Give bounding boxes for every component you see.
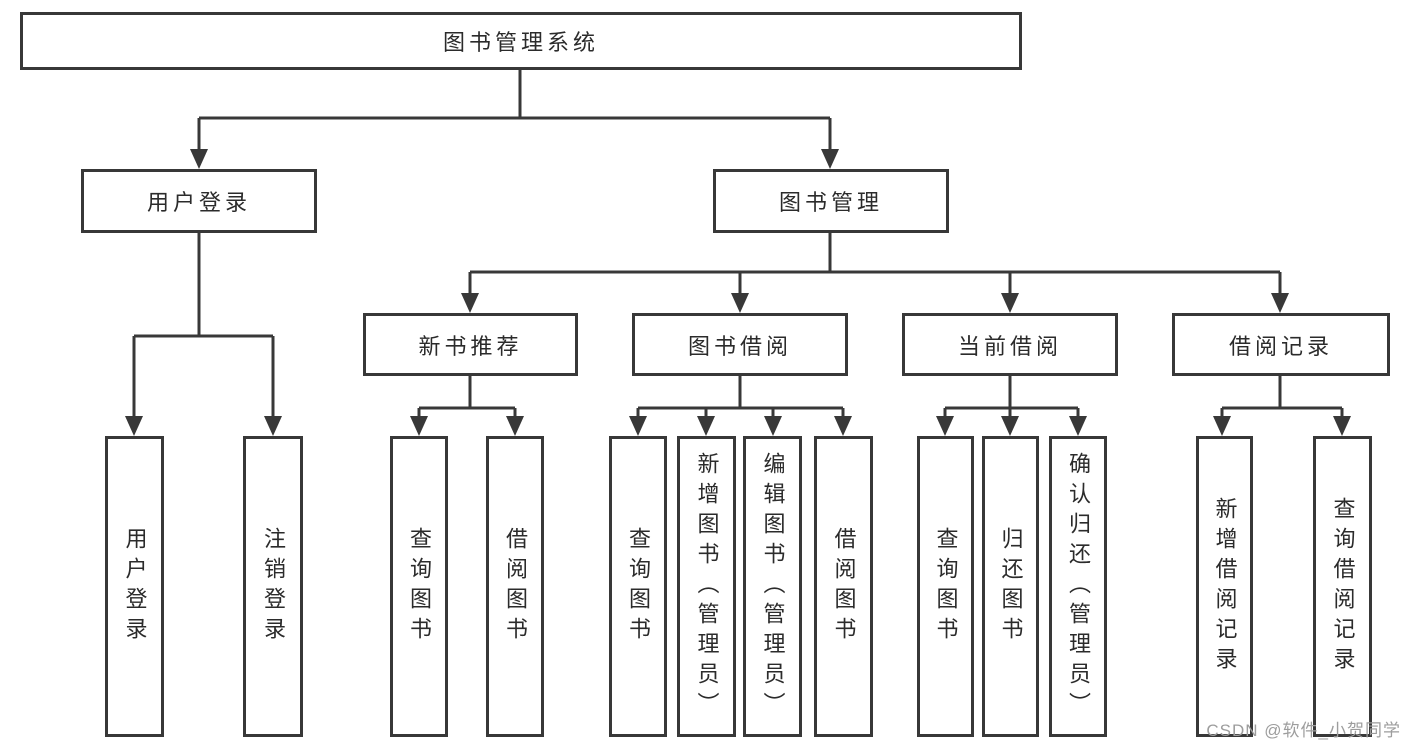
node-current-borrowing: 当前借阅 [902,313,1118,376]
node-book-management-label: 图书管理 [778,190,883,215]
node-return-books: 归还图书 [982,436,1039,737]
node-user-login-action-label: 用户登录 [122,526,148,647]
node-borrow-books-newbook-label: 借阅图书 [503,526,528,647]
node-logout: 注销登录 [243,436,303,737]
node-edit-books-admin-label: 编辑图书（管理员） [760,451,786,722]
node-user-login-action: 用户登录 [105,436,164,737]
connector-book-management-groups [461,232,1289,313]
node-add-books-admin-label: 新增图书（管理员） [694,451,720,722]
node-library-management-system-label: 图书管理系统 [442,30,599,55]
node-borrow-books-newbook: 借阅图书 [486,436,544,737]
node-book-management: 图书管理 [713,169,949,233]
node-borrowing-records: 借阅记录 [1172,313,1390,376]
node-current-borrowing-label: 当前借阅 [957,333,1062,359]
node-library-management-system: 图书管理系统 [20,12,1022,70]
connector-current-borrowing-children [936,376,1087,436]
node-query-books-newbook: 查询图书 [390,436,448,737]
node-borrow-books-borrowing: 借阅图书 [814,436,873,737]
connector-root-to-level2 [190,69,839,169]
connector-user-login-children [125,232,282,436]
node-add-borrow-record-label: 新增借阅记录 [1212,496,1238,677]
node-query-books-borrowing: 查询图书 [609,436,667,737]
node-book-borrowing-label: 图书借阅 [687,333,792,359]
node-query-books-borrowing-label: 查询图书 [626,526,651,647]
node-user-login-label: 用户登录 [146,190,251,215]
node-query-borrow-record-label: 查询借阅记录 [1330,496,1356,677]
node-add-borrow-record: 新增借阅记录 [1196,436,1253,737]
node-query-books-current: 查询图书 [917,436,974,737]
node-confirm-return-admin: 确认归还（管理员） [1049,436,1107,737]
node-logout-label: 注销登录 [261,526,286,647]
connector-book-borrowing-children [629,376,852,436]
node-borrow-books-borrowing-label: 借阅图书 [831,526,857,647]
node-new-book-recommendation-label: 新书推荐 [418,333,523,359]
connector-borrowing-records-children [1213,376,1351,436]
node-new-book-recommendation: 新书推荐 [363,313,578,376]
node-query-books-newbook-label: 查询图书 [407,526,432,647]
watermark-text: CSDN @软件_小贺同学 [1206,721,1401,740]
node-edit-books-admin: 编辑图书（管理员） [743,436,802,737]
node-borrowing-records-label: 借阅记录 [1228,333,1333,359]
node-user-login: 用户登录 [81,169,317,233]
node-query-books-current-label: 查询图书 [933,526,959,647]
node-add-books-admin: 新增图书（管理员） [677,436,736,737]
node-book-borrowing: 图书借阅 [632,313,848,376]
connector-new-book-children [410,376,524,436]
node-query-borrow-record: 查询借阅记录 [1313,436,1372,737]
node-return-books-label: 归还图书 [998,526,1024,647]
node-confirm-return-admin-label: 确认归还（管理员） [1066,451,1091,722]
